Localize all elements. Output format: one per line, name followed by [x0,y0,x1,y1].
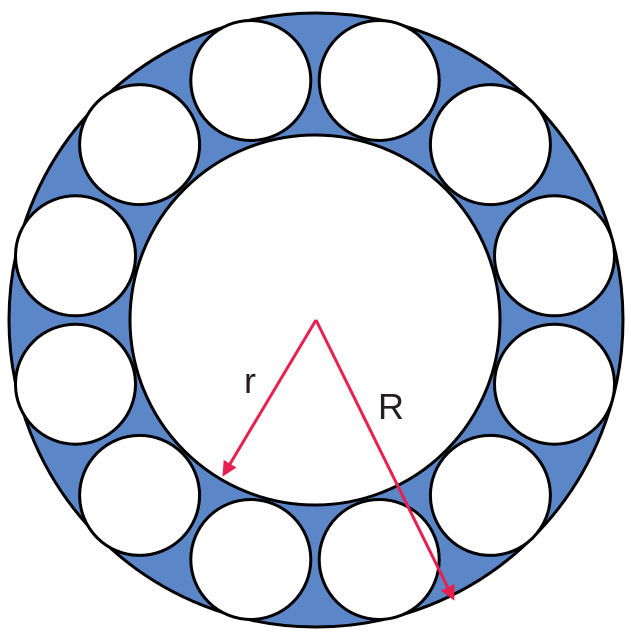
small-circle [493,194,616,318]
small-circle [428,83,552,207]
small-circle [189,19,313,142]
inner-radius-label: r [244,360,256,401]
small-circle [14,322,137,446]
small-circle [189,498,313,621]
small-circle [14,194,137,318]
small-circle [317,19,441,142]
small-circle [428,433,552,557]
outer-radius-arrow [314,319,455,601]
small-circle [317,498,441,621]
outer-radius-label: R [378,386,404,427]
small-circle [78,83,202,207]
inner-radius-arrow [222,319,318,477]
small-circle [78,433,202,557]
small-circles-group [14,19,616,621]
small-circle [493,322,616,446]
